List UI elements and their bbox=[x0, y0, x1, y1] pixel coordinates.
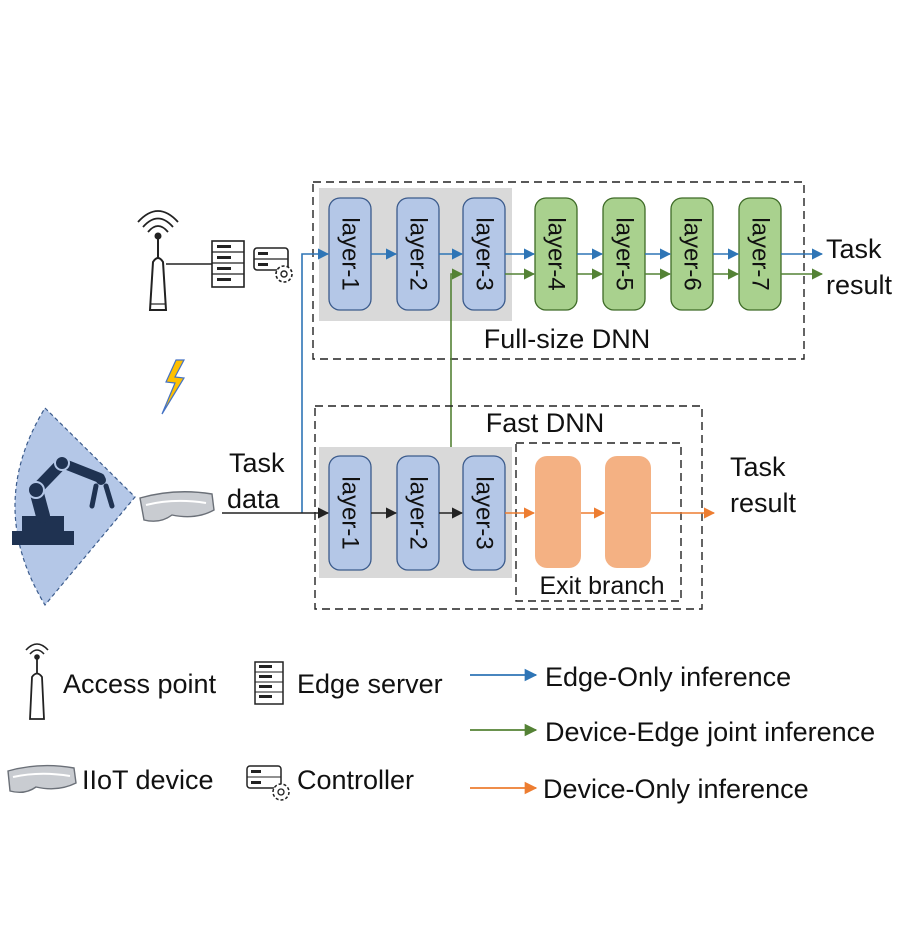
full-dnn-layer-1: layer-1 bbox=[328, 197, 372, 311]
device-edge-path bbox=[450, 268, 824, 513]
exit-branch-boundary bbox=[515, 442, 682, 602]
fast-dnn-layer-1: layer-1 bbox=[328, 455, 372, 571]
full-dnn-layer-3-label: layer-3 bbox=[471, 217, 498, 290]
legend-access-point-label: Access point bbox=[63, 669, 217, 699]
legend-edge-only-label: Edge-Only inference bbox=[545, 662, 791, 692]
fast-dnn-panel: Fast DNN Exit branch layer-1 layer-2 lay… bbox=[222, 405, 797, 610]
fast-dnn-output-label-1: Task bbox=[730, 452, 786, 482]
edge-only-path bbox=[301, 248, 824, 513]
antenna-icon bbox=[137, 210, 179, 311]
legend-iiot-device-icon bbox=[7, 764, 77, 794]
full-dnn-layer-5-label: layer-5 bbox=[611, 217, 638, 290]
full-dnn-layer-4: layer-4 bbox=[534, 197, 578, 311]
full-dnn-layer-4-label: layer-4 bbox=[543, 217, 570, 290]
legend-controller-icon bbox=[246, 765, 290, 801]
full-size-dnn-title: Full-size DNN bbox=[484, 324, 651, 354]
legend: Access point Edge server IIoT device Con… bbox=[7, 643, 875, 804]
legend-device-edge-label: Device-Edge joint inference bbox=[545, 717, 875, 747]
full-dnn-layer-7: layer-7 bbox=[738, 197, 782, 311]
iiot-device-icon bbox=[139, 491, 215, 522]
full-dnn-layer-6-label: layer-6 bbox=[679, 217, 706, 290]
fast-dnn-layer-2: layer-2 bbox=[396, 455, 440, 571]
full-dnn-layer-2-label: layer-2 bbox=[405, 217, 432, 290]
full-dnn-layer-5: layer-5 bbox=[602, 197, 646, 311]
full-dnn-layer-2: layer-2 bbox=[396, 197, 440, 311]
server-rack-icon bbox=[211, 240, 245, 288]
exit-branch-block-2 bbox=[605, 456, 651, 568]
fast-dnn-layer-3: layer-3 bbox=[462, 455, 506, 571]
controller-icon bbox=[253, 247, 293, 283]
legend-antenna-icon bbox=[25, 643, 49, 720]
legend-iiot-device-label: IIoT device bbox=[82, 765, 214, 795]
full-size-dnn-panel: Full-size DNN layer-1 layer-2 layer-3 la… bbox=[301, 181, 893, 513]
lightning-icon bbox=[161, 359, 186, 415]
full-size-dnn-boundary bbox=[312, 181, 805, 360]
exit-branch-label: Exit branch bbox=[539, 572, 664, 600]
fast-dnn-title: Fast DNN bbox=[486, 408, 605, 438]
fast-dnn-boundary bbox=[314, 405, 703, 610]
full-dnn-layer-6: layer-6 bbox=[670, 197, 714, 311]
full-dnn-layer-3: layer-3 bbox=[462, 197, 506, 311]
full-dnn-layer-1-label: layer-1 bbox=[337, 217, 364, 290]
fast-dnn-layer-2-label: layer-2 bbox=[405, 476, 432, 549]
task-data-label-2: data bbox=[227, 484, 281, 514]
fast-dnn-layer-3-label: layer-3 bbox=[471, 476, 498, 549]
task-data-label-1: Task bbox=[229, 448, 285, 478]
fast-dnn-output-label-2: result bbox=[730, 488, 797, 518]
exit-branch-block-1 bbox=[535, 456, 581, 568]
legend-controller-label: Controller bbox=[297, 765, 414, 795]
legend-edge-server-label: Edge server bbox=[297, 669, 443, 699]
robot-arm-icon bbox=[12, 407, 136, 607]
full-dnn-output-label-1: Task bbox=[826, 234, 882, 264]
fast-dnn-layer-1-label: layer-1 bbox=[337, 476, 364, 549]
full-dnn-output-label-2: result bbox=[826, 270, 893, 300]
legend-device-only-label: Device-Only inference bbox=[543, 774, 809, 804]
full-dnn-layer-7-label: layer-7 bbox=[747, 217, 774, 290]
legend-server-rack-icon bbox=[254, 661, 284, 705]
